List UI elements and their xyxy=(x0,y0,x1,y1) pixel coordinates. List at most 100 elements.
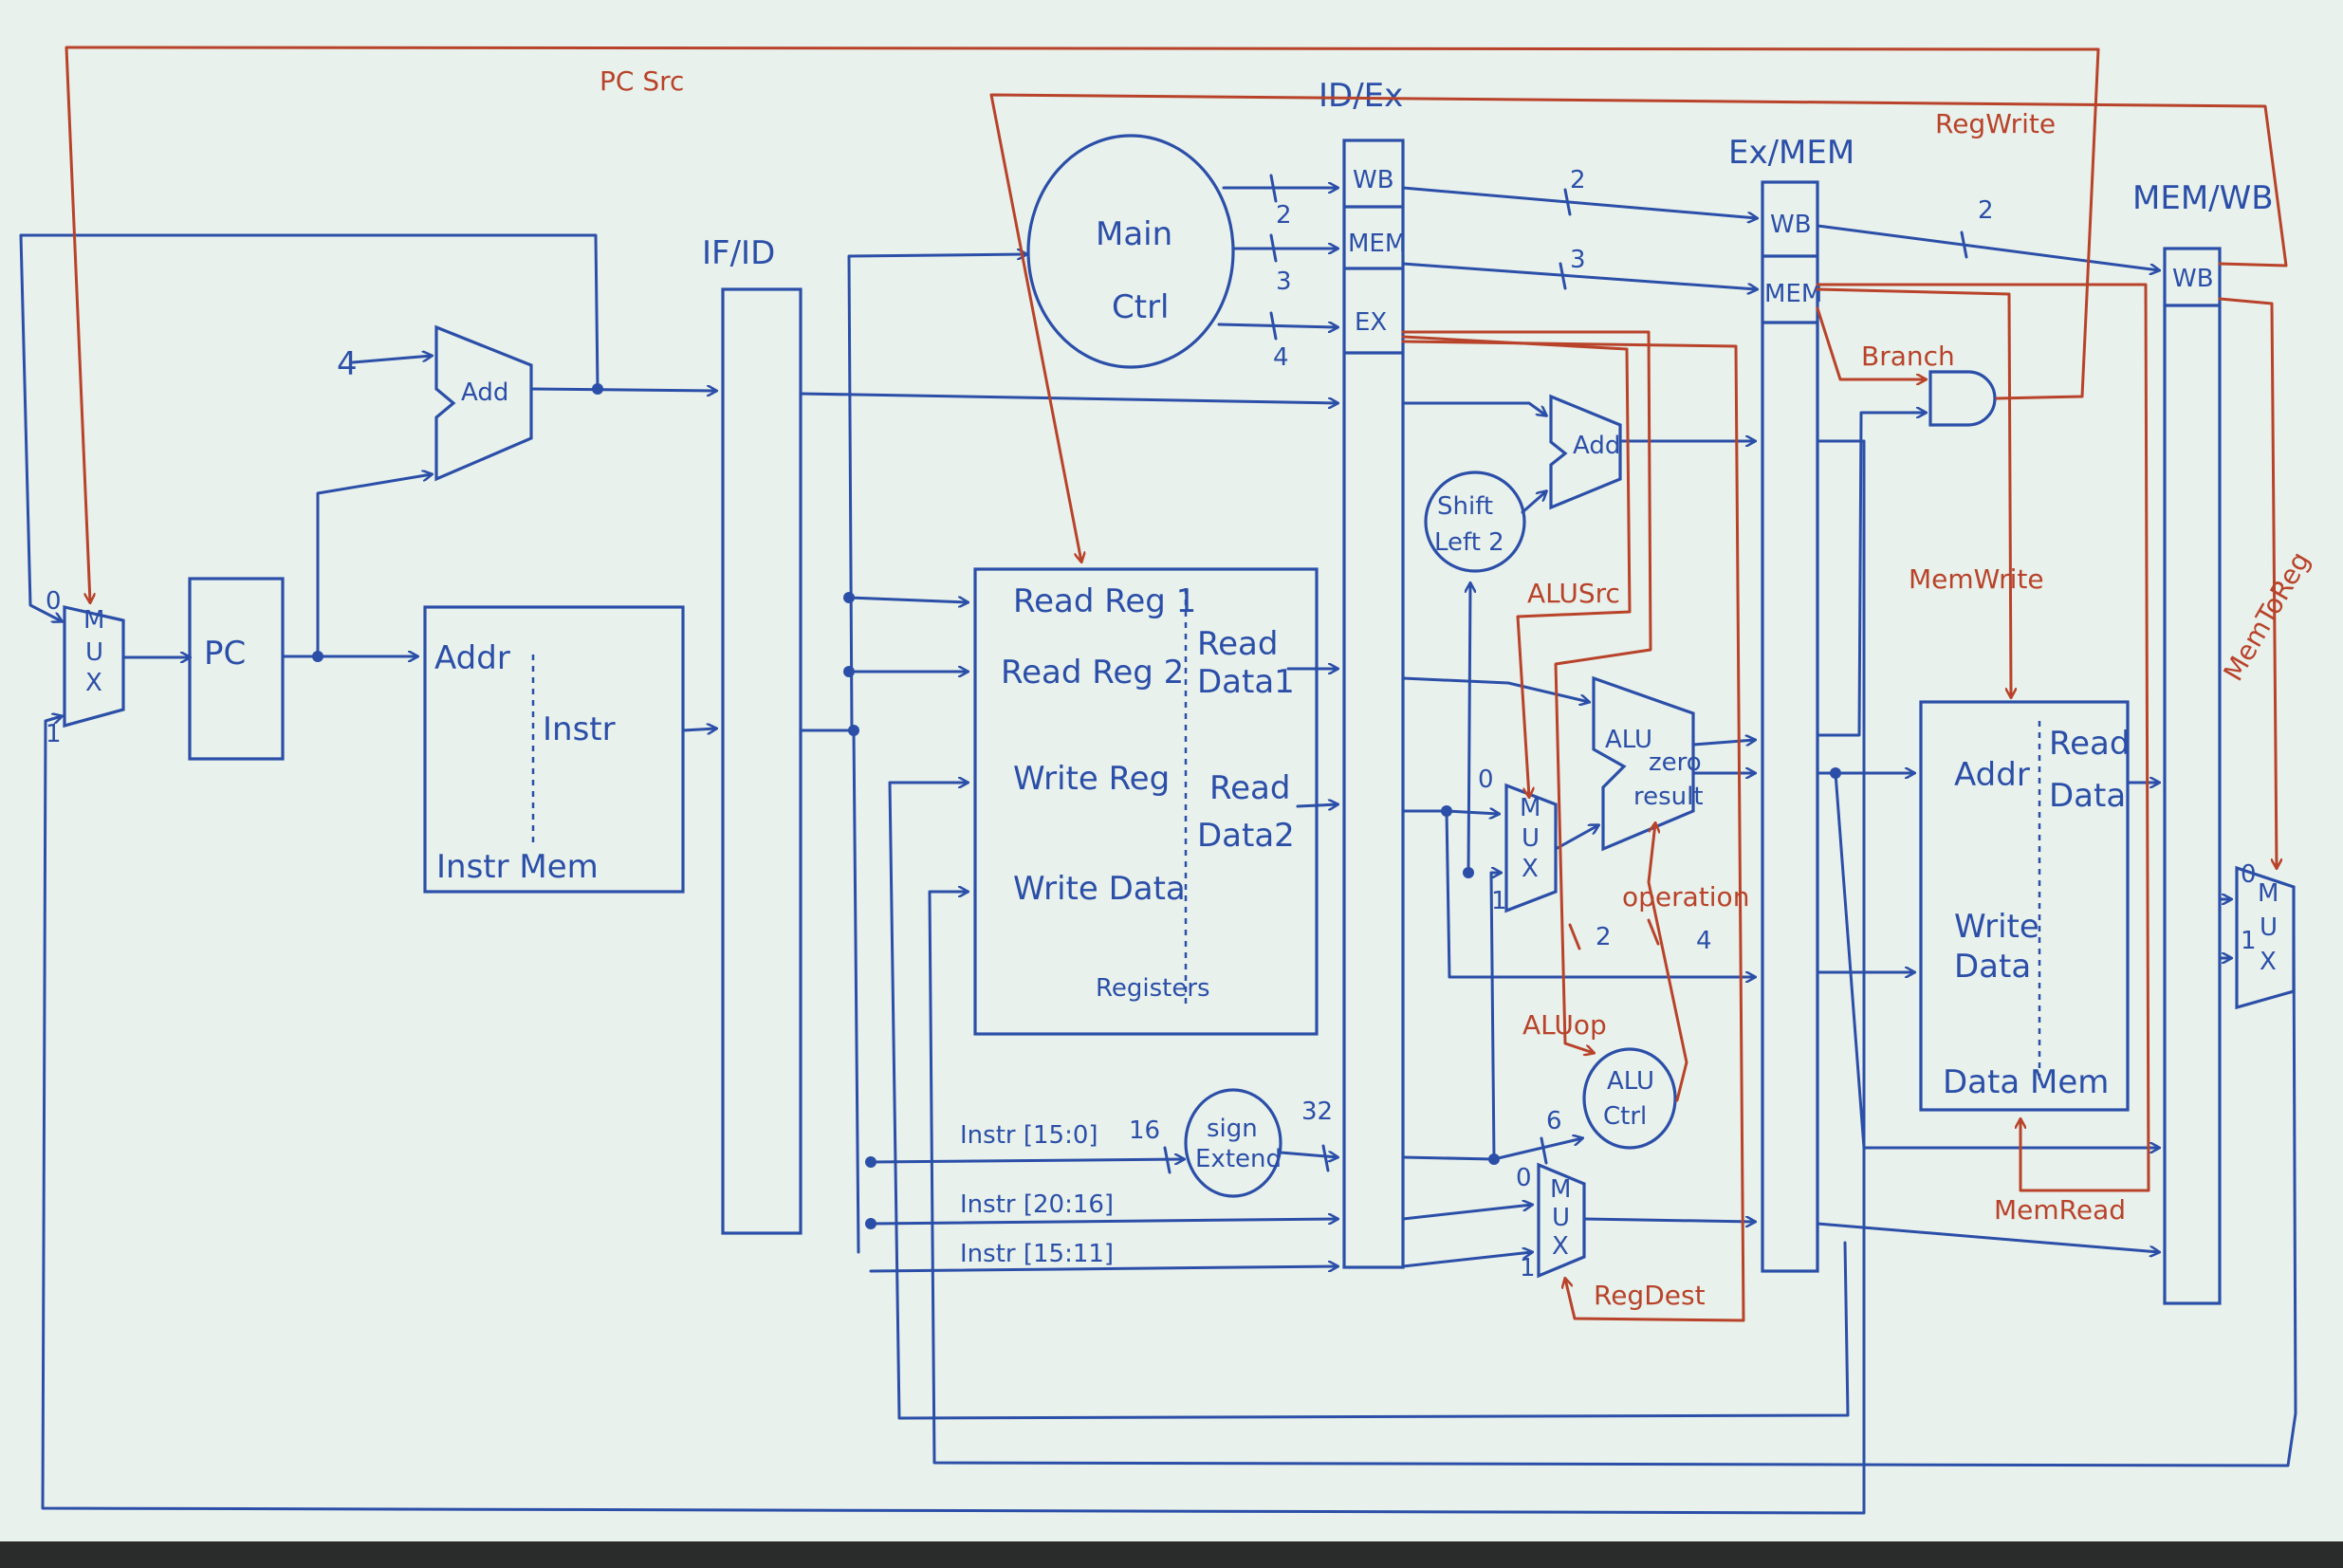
wb-mux-input-1: 1 xyxy=(2241,927,2257,955)
reg-dest-mux: M U X 0 1 xyxy=(1516,1162,1586,1282)
operation-label: operation xyxy=(1622,881,1749,913)
aluop-width-2: 2 xyxy=(1596,923,1612,951)
sign-extend: sign Extend xyxy=(1184,1088,1282,1198)
data-memory: Addr Read Data Write Data Data Mem xyxy=(1919,700,2130,1112)
id-ex-ex-label: EX xyxy=(1355,308,1387,337)
alu-label: ALU xyxy=(1605,726,1652,754)
read-data2-line2: Data2 xyxy=(1197,817,1295,855)
ex-mem-mem-label: MEM xyxy=(1764,280,1822,308)
ex-mem-label: Ex/MEM xyxy=(1728,134,1854,172)
id-ex-label: ID/Ex xyxy=(1319,77,1403,115)
bus-width-labels: 2 3 4 2 3 2 16 32 6 2 4 xyxy=(1129,166,1994,1145)
register-file: Read Reg 1 Read Reg 2 Write Reg Write Da… xyxy=(973,567,1319,1036)
branch-and-gate xyxy=(1928,370,1997,427)
read-data2-line1: Read xyxy=(1209,769,1290,807)
mem-read-label: MemRead xyxy=(1994,1194,2126,1226)
instr-mem-addr-port: Addr xyxy=(434,639,510,677)
paper-edge xyxy=(0,1541,2343,1568)
data-mem-read-line1: Read xyxy=(2049,725,2130,763)
shift-left-line2: Left 2 xyxy=(1434,528,1504,557)
alu-op-label: ALUop xyxy=(1522,1009,1607,1041)
pc-mux-letter-x: X xyxy=(85,669,102,697)
instr-15-11-label: Instr [15:11] xyxy=(960,1240,1114,1268)
read-data1-line1: Read xyxy=(1197,625,1278,663)
sign-extend-line2: Extend xyxy=(1195,1145,1282,1173)
shift-left-line1: Shift xyxy=(1437,492,1493,521)
reg-dest-label: RegDest xyxy=(1594,1280,1706,1311)
constant-four: 4 xyxy=(337,345,358,383)
instr-mem-title: Instr Mem xyxy=(436,848,599,886)
bus-width-2-b: 2 xyxy=(1570,166,1586,194)
pc-mux-letter-m: M xyxy=(83,606,104,635)
instruction-field-labels: Instr [15:0] Instr [20:16] Instr [15:11] xyxy=(960,1121,1114,1268)
registers-title: Registers xyxy=(1096,974,1210,1003)
main-ctrl-line1: Main xyxy=(1096,215,1172,253)
data-mem-title: Data Mem xyxy=(1943,1063,2109,1101)
alu-result-port: result xyxy=(1633,783,1704,811)
regdst-mux-letter-m: M xyxy=(1550,1175,1571,1204)
pc-register: PC xyxy=(188,577,285,761)
pc-mux-letter-u: U xyxy=(85,638,103,667)
reg-write-label: RegWrite xyxy=(1935,108,2056,139)
alu-mux-input-0: 0 xyxy=(1478,766,1494,794)
alu-mux-letter-m: M xyxy=(1520,794,1540,822)
alu-mux-letter-x: X xyxy=(1522,855,1539,883)
bus-width-4-a: 4 xyxy=(1273,343,1289,372)
alu-mux-letter-u: U xyxy=(1522,824,1540,853)
pc-label: PC xyxy=(204,635,246,673)
operation-width-4: 4 xyxy=(1696,927,1712,955)
regdst-mux-letter-u: U xyxy=(1552,1204,1570,1232)
bus-width-3-b: 3 xyxy=(1570,246,1586,274)
instruction-memory: Addr Instr Instr Mem xyxy=(423,605,685,894)
if-id-register: IF/ID xyxy=(702,234,803,1235)
wb-mux-input-0: 0 xyxy=(2241,860,2257,889)
instr-15-0-label: Instr [15:0] xyxy=(960,1121,1098,1150)
bus-width-32: 32 xyxy=(1301,1098,1333,1126)
shift-left-2: Shift Left 2 xyxy=(1424,470,1526,573)
alu-ctrl-line2: Ctrl xyxy=(1603,1102,1647,1131)
instr-mem-instr-port: Instr xyxy=(543,710,616,748)
pc-adder-label: Add xyxy=(461,378,508,407)
ex-mem-wb-label: WB xyxy=(1770,211,1812,239)
data-mem-addr-port: Addr xyxy=(1954,756,2030,794)
main-ctrl-line2: Ctrl xyxy=(1112,288,1170,326)
pc-mux: M U X 0 1 xyxy=(46,587,125,748)
data-mem-read-line2: Data xyxy=(2049,777,2126,815)
wb-mux-letter-m: M xyxy=(2258,879,2278,908)
bus-width-2-c: 2 xyxy=(1978,196,1994,225)
pc-mux-input-1: 1 xyxy=(46,720,62,748)
branch-adder: Add xyxy=(1549,394,1622,510)
mem-to-reg-mux: M U X 0 1 xyxy=(2235,860,2296,1010)
alu-src-mux: M U X 0 1 xyxy=(1478,766,1558,915)
branch-label: Branch xyxy=(1861,341,1955,372)
bus-width-6: 6 xyxy=(1546,1107,1562,1135)
id-ex-register: ID/Ex WB MEM EX xyxy=(1319,77,1406,1269)
if-id-label: IF/ID xyxy=(702,234,775,272)
read-reg2-port: Read Reg 2 xyxy=(1001,654,1184,692)
control-wires xyxy=(65,46,2288,1322)
regdst-mux-letter-x: X xyxy=(1552,1232,1569,1261)
mem-wb-label: MEM/WB xyxy=(2132,179,2274,217)
pc-mux-input-0: 0 xyxy=(46,587,62,616)
wb-mux-letter-u: U xyxy=(2260,913,2278,942)
id-ex-mem-label: MEM xyxy=(1348,230,1406,258)
bus-width-2-a: 2 xyxy=(1276,201,1292,230)
read-reg1-port: Read Reg 1 xyxy=(1013,582,1196,620)
pc-src-label: PC Src xyxy=(600,65,684,97)
branch-adder-label: Add xyxy=(1573,432,1620,460)
write-reg-port: Write Reg xyxy=(1013,760,1170,798)
alu-control: ALU Ctrl xyxy=(1582,1047,1677,1150)
alu: ALU zero result xyxy=(1592,675,1704,852)
alu-ctrl-line1: ALU xyxy=(1607,1067,1654,1096)
pc-adder: Add 4 xyxy=(337,324,533,482)
data-mem-write-line2: Data xyxy=(1954,948,2031,986)
alu-mux-input-1: 1 xyxy=(1491,887,1507,915)
write-data-port: Write Data xyxy=(1013,870,1186,908)
wb-mux-letter-x: X xyxy=(2260,948,2277,976)
mem-wb-wb-label: WB xyxy=(2172,265,2214,293)
regdst-mux-input-0: 0 xyxy=(1516,1164,1532,1192)
junctions xyxy=(312,383,1841,1229)
sign-extend-line1: sign xyxy=(1207,1115,1258,1143)
alu-src-label: ALUSrc xyxy=(1527,578,1620,609)
